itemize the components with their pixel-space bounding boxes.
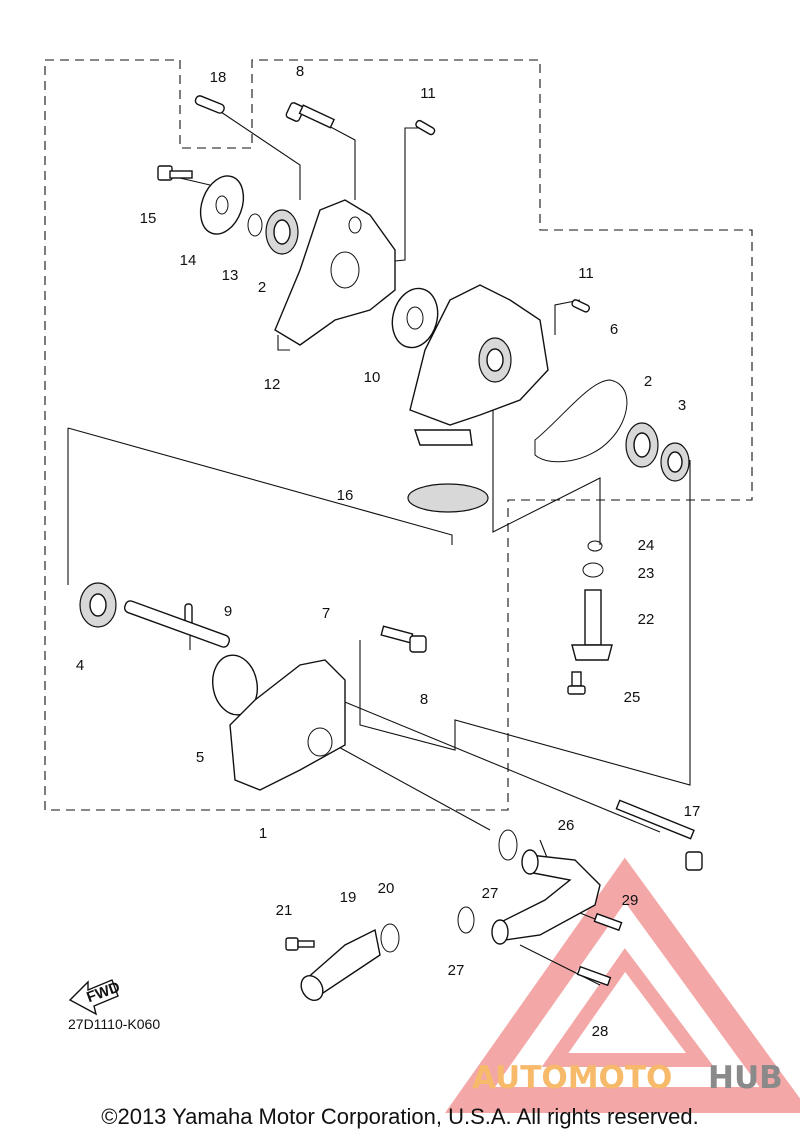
part-15-bolt: [157, 165, 193, 181]
callout-27b: 27: [448, 962, 465, 979]
callout-24: 24: [638, 537, 655, 554]
part-11-pin-upper: [415, 119, 436, 136]
part-7-pump-cover: [229, 659, 346, 791]
watermark-text-part2: HUB: [708, 1060, 783, 1096]
callout-labels: 18 8 11 15 14 13 2 12 10 11 6 2 3 16 24 …: [76, 63, 701, 1040]
callout-13: 13: [222, 267, 239, 284]
part-26-water-pipe: [491, 849, 601, 945]
callout-25: 25: [624, 689, 641, 706]
part-3-oil-seal: [660, 442, 690, 482]
callout-14: 14: [180, 252, 197, 269]
callout-11: 11: [420, 85, 436, 102]
part-27-o-ring-upper: [498, 829, 518, 861]
pump-body: [409, 284, 549, 446]
copyright-notice: ©2013 Yamaha Motor Corporation, U.S.A. A…: [101, 1104, 699, 1129]
callout-16: 16: [337, 487, 354, 504]
part-8-bolt-upper: [285, 102, 336, 129]
fwd-arrow-icon: FWD: [68, 979, 122, 1016]
part-8-bolt-lower: [380, 625, 427, 653]
diagram-code: 27D1110-K060: [68, 1016, 161, 1032]
part-10-impeller: [391, 287, 439, 349]
part-2-bearing-right: [625, 422, 659, 468]
callout-8b: 8: [420, 691, 428, 708]
callout-26: 26: [558, 817, 575, 834]
callout-2a: 2: [258, 279, 266, 296]
watermark-logo-icon: [444, 857, 800, 1113]
callout-5: 5: [196, 749, 204, 766]
callout-3: 3: [678, 397, 686, 414]
callout-17: 17: [684, 803, 701, 820]
callout-1: 1: [259, 825, 267, 842]
callout-4: 4: [76, 657, 84, 674]
callout-19: 19: [340, 889, 357, 906]
part-20-o-ring: [380, 923, 400, 953]
part-28-bolt: [576, 965, 612, 987]
part-16-strainer: [407, 483, 489, 513]
part-5-impeller-shaft: [123, 600, 258, 716]
part-25-bolt: [567, 671, 586, 695]
watermark-text-part1: AUTOMOTO: [472, 1060, 672, 1096]
part-23-o-ring: [582, 562, 604, 578]
callout-22: 22: [638, 611, 655, 628]
callout-2b: 2: [644, 373, 652, 390]
part-2-bearing-left: [265, 209, 299, 255]
watermark-text: AUTOMOTO HUB: [472, 1060, 783, 1096]
part-29-bolt: [593, 912, 623, 932]
part-4-mechanical-seal: [79, 582, 117, 628]
callout-7: 7: [322, 605, 330, 622]
callout-15: 15: [140, 210, 157, 227]
callout-29: 29: [622, 892, 639, 909]
callout-11b: 11: [578, 265, 594, 282]
part-22-shaft: [571, 589, 613, 661]
part-17-long-bolt: [615, 799, 703, 871]
callout-27a: 27: [482, 885, 499, 902]
callout-23: 23: [638, 565, 655, 582]
callout-12: 12: [264, 376, 281, 393]
part-12-housing: [274, 199, 396, 346]
part-18-dowel-pin: [194, 95, 225, 114]
callout-6: 6: [610, 321, 618, 338]
callout-28: 28: [592, 1023, 609, 1040]
callout-18: 18: [210, 69, 227, 86]
part-11-pin-right: [571, 299, 591, 313]
callout-8: 8: [296, 63, 304, 80]
callout-10: 10: [364, 369, 381, 386]
callout-9: 9: [224, 603, 232, 620]
part-27-o-ring-lower: [457, 906, 475, 934]
part-14-gear: [199, 175, 245, 235]
callout-20: 20: [378, 880, 395, 897]
part-21-bolt: [285, 937, 315, 951]
callout-21: 21: [276, 902, 293, 919]
part-13-circlip: [247, 213, 263, 237]
upper-dashed-boundary: [44, 59, 753, 811]
part-24-washer: [587, 540, 603, 552]
part-6-gasket: [534, 379, 628, 463]
part-19-hose-joint: [300, 928, 381, 1002]
